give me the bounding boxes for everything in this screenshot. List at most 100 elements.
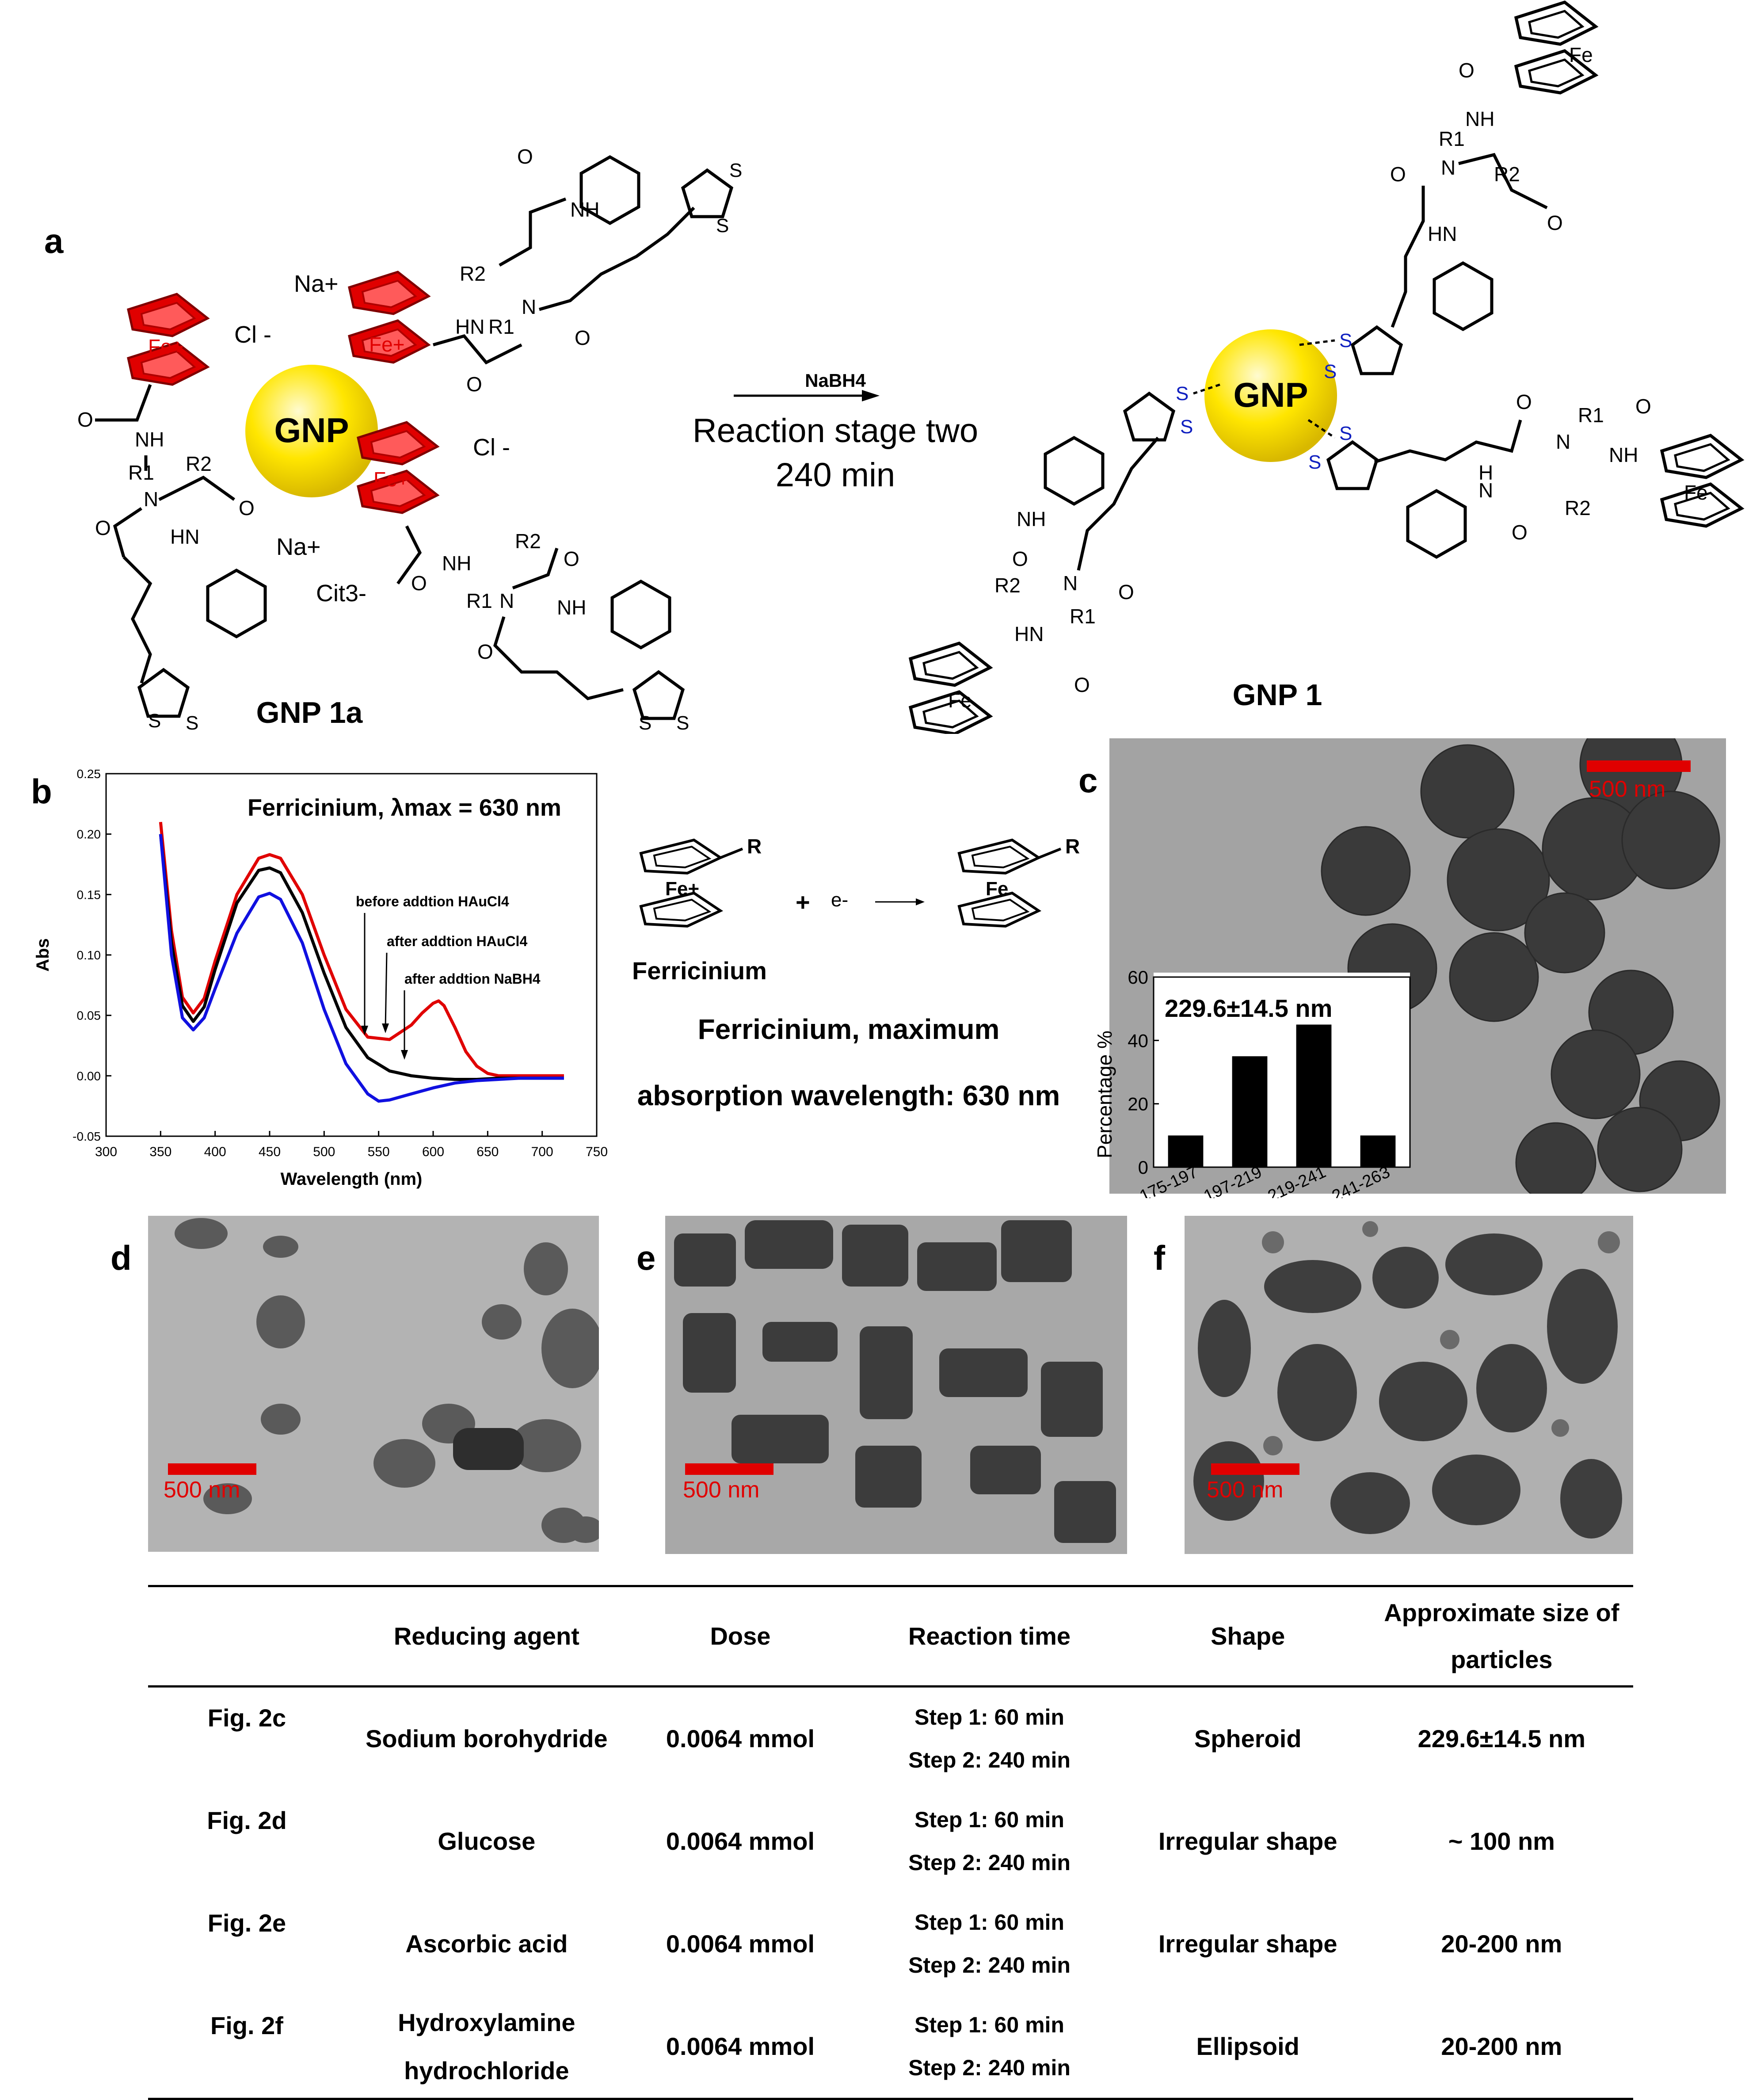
step1: Step 1: 60 min: [914, 1704, 1064, 1730]
table-header: Dose: [627, 1585, 853, 1688]
ion-na-1: Na+: [294, 271, 339, 297]
annotation-after-haucl4: after addtion HAuCl4: [387, 933, 527, 949]
scheme-label-right: GNP 1: [1233, 678, 1322, 712]
hn-label: HN: [1428, 222, 1457, 245]
dithiolane-2: [683, 170, 732, 217]
histogram-frame: [1153, 976, 1411, 1168]
step2: Step 2: 240 min: [908, 1850, 1071, 1875]
cyclohexane-2: [581, 157, 639, 223]
scale-text-c: 500 nm: [1589, 776, 1666, 802]
o-label: O: [1074, 673, 1090, 696]
r1-label: R1: [466, 589, 492, 612]
tem-particles-e: [665, 1216, 1127, 1554]
shape-cell: Ellipsoid: [1125, 1995, 1370, 2100]
ferricinium-structure: [639, 838, 743, 928]
histogram-bar: [1296, 1024, 1332, 1167]
dose-cell: 0.0064 mmol: [666, 1827, 815, 1856]
o-label: O: [1459, 59, 1474, 82]
fe-label-right: Fe: [986, 878, 1008, 900]
dose-cell: 0.0064 mmol: [666, 1725, 815, 1753]
step2: Step 2: 240 min: [908, 2055, 1071, 2080]
ferrocene-structure: [957, 838, 1062, 928]
step1: Step 1: 60 min: [914, 2012, 1064, 2037]
s-label: S: [1308, 451, 1321, 473]
cyclohexane-r1: [1434, 263, 1492, 329]
tem-image-f: 500 nm: [1185, 1216, 1633, 1554]
fe-label: Fe: [1684, 481, 1708, 504]
s-label: S: [716, 215, 729, 237]
n-label: N: [1478, 479, 1493, 502]
n-label: N: [522, 295, 536, 318]
size-cell: 20-200 nm: [1370, 1995, 1633, 2100]
s-label: S: [676, 712, 689, 734]
fe-plus-label: Fe+: [665, 878, 699, 900]
shape-cell: Irregular shape: [1158, 1827, 1337, 1856]
fig-cell: Fig. 2f: [148, 1995, 346, 2100]
o-label: O: [95, 516, 111, 539]
panel-label-e: e: [636, 1238, 656, 1277]
r1-label: R1: [1070, 605, 1096, 628]
cyclohexane-3: [612, 581, 670, 648]
scale-text-d: 500 nm: [164, 1477, 240, 1503]
scheme-label-left: GNP 1a: [256, 696, 363, 729]
o-label: O: [77, 408, 93, 431]
plus-sign: +: [796, 888, 810, 916]
nh-label: NH: [442, 552, 471, 575]
o-label: O: [1547, 211, 1563, 234]
gnp-core-left: [245, 365, 378, 497]
dose-cell: 0.0064 mmol: [627, 1995, 853, 2100]
table-header: Reaction time: [853, 1585, 1126, 1688]
s-label: S: [186, 712, 198, 734]
hist-y-tick-label: 40: [1128, 1030, 1148, 1051]
n-label: N: [1063, 572, 1078, 595]
fe-label: Fe: [948, 689, 972, 712]
hist-y-tick-label: 20: [1128, 1094, 1148, 1115]
table-header-row: Reducing agent Dose Reaction time Shape …: [148, 1585, 1633, 1688]
h-label: H: [1478, 461, 1493, 484]
reagent-label: NaBH4: [805, 370, 866, 391]
r2-label: R2: [186, 452, 212, 475]
table-row: Fig. 2d Glucose 0.0064 mmol Step 1: 60 m…: [148, 1790, 1633, 1893]
panel-label-f: f: [1154, 1238, 1165, 1277]
hist-y-tick-label: 60: [1128, 968, 1148, 988]
histogram-category-label: 241-263: [1329, 1163, 1393, 1198]
o-label: O: [239, 496, 255, 519]
s-label: S: [729, 160, 742, 181]
fig-cell: Fig. 2d: [207, 1806, 287, 1834]
s-label: S: [639, 712, 652, 734]
o-label: O: [564, 547, 579, 570]
panel-label-a: a: [44, 221, 64, 260]
table-header: Reducing agent: [346, 1585, 628, 1688]
s-label: S: [1339, 423, 1352, 444]
r1-label: R1: [1439, 127, 1465, 150]
o-label: O: [1516, 390, 1532, 413]
shape-cell: Spheroid: [1194, 1725, 1302, 1753]
step1: Step 1: 60 min: [914, 1807, 1064, 1832]
fe-label-3: Fe+: [373, 468, 409, 491]
panel-label-b: b: [31, 772, 52, 811]
step1: Step 1: 60 min: [914, 1909, 1064, 1935]
histogram-bar: [1232, 1056, 1268, 1167]
y-tick-label: 0.10: [77, 948, 101, 962]
n-label: N: [499, 589, 514, 612]
y-tick-label: -0.05: [72, 1130, 101, 1143]
n-label: N: [1556, 430, 1570, 453]
agent-cell: Sodium borohydride: [366, 1725, 608, 1753]
annotation-after-nabh4: after addtion NaBH4: [404, 971, 541, 987]
x-tick-label: 700: [531, 1145, 553, 1159]
spectrum-series: [159, 821, 564, 1103]
o-label: O: [1512, 521, 1528, 544]
r-group-left: R: [747, 835, 762, 858]
tem-particles-f: [1185, 1216, 1633, 1554]
r1-label: R1: [488, 315, 514, 338]
s-label: S: [1176, 383, 1189, 405]
table-row: Fig. 2e Ascorbic acid 0.0064 mmol Step 1…: [148, 1893, 1633, 1995]
o-label: O: [575, 326, 591, 349]
r2-label: R2: [994, 574, 1021, 597]
table-header: Shape: [1125, 1585, 1370, 1688]
annotation-before-haucl4: before addtion HAuCl4: [356, 893, 509, 909]
dithiolane-r1: [1353, 327, 1401, 374]
dose-cell: 0.0064 mmol: [666, 1930, 815, 1958]
r1-label: R1: [128, 461, 154, 484]
